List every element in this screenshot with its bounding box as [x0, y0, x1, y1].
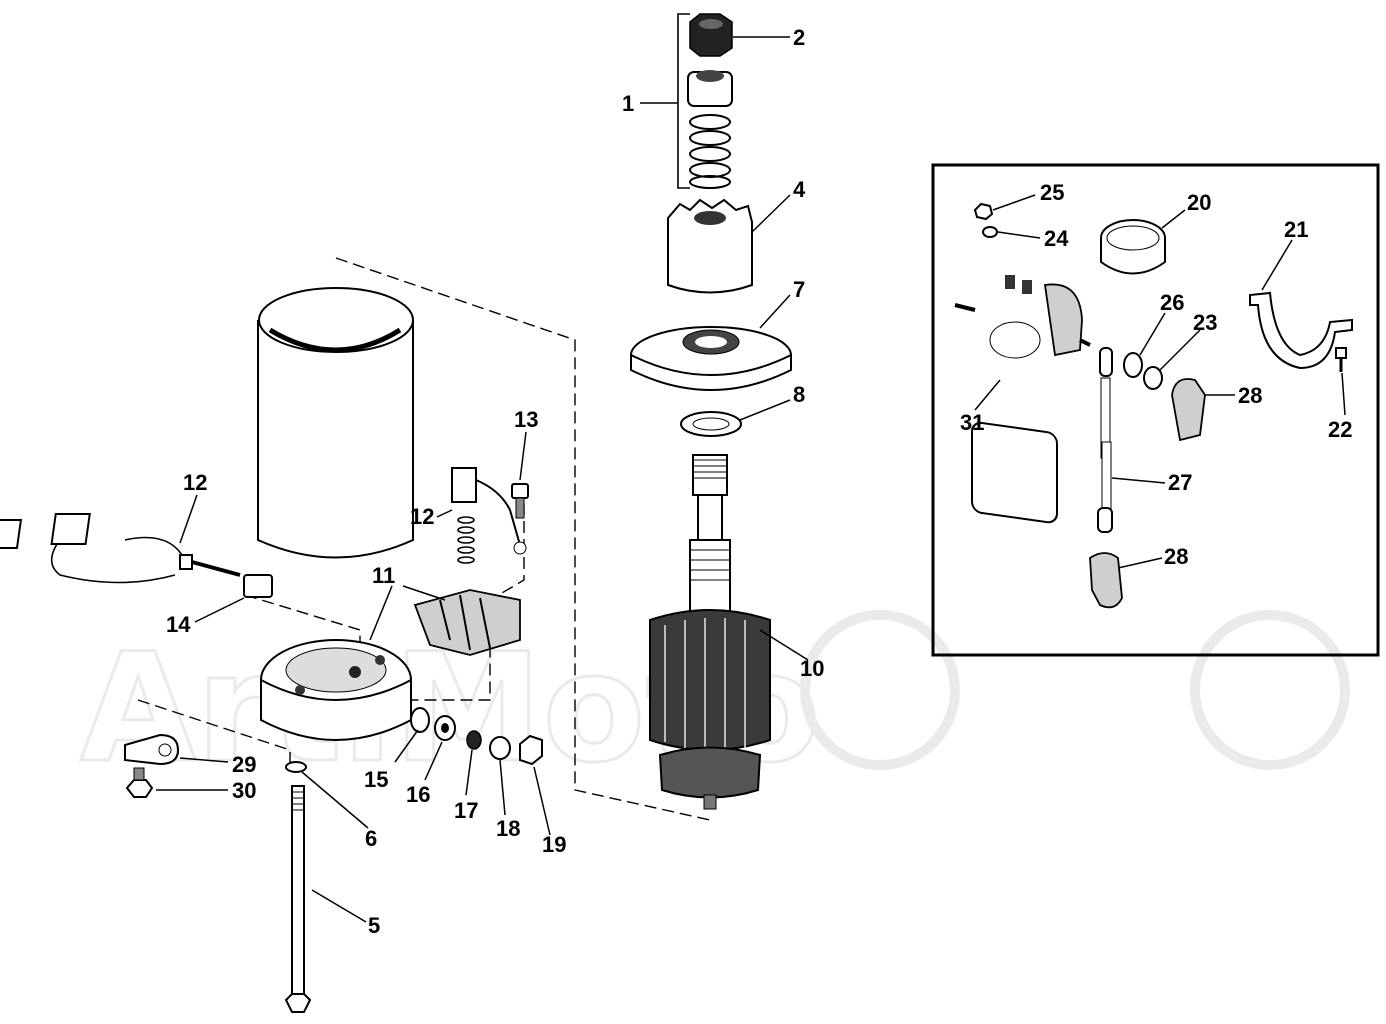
clamp-29 — [124, 733, 180, 766]
callout-11: 11 — [372, 563, 395, 588]
callout-5: 5 — [368, 913, 380, 938]
callout-1: 1 — [622, 91, 634, 116]
brush-spring-12 — [451, 467, 527, 564]
armature-10 — [649, 454, 771, 810]
callout-18: 18 — [496, 816, 520, 841]
screw-22 — [1335, 347, 1347, 372]
callout-12-right: 12 — [410, 504, 434, 529]
callout-16: 16 — [406, 782, 430, 807]
lockwasher-24 — [982, 226, 998, 238]
callout-27: 27 — [1168, 470, 1192, 495]
cable-27 — [1097, 347, 1113, 533]
hardware-15-19 — [410, 707, 543, 766]
bolt-30 — [125, 767, 154, 798]
leader-lines — [156, 36, 1346, 923]
bracket-14 — [243, 574, 273, 598]
solenoid-31 — [954, 275, 1091, 524]
callout-6: 6 — [365, 826, 377, 851]
callout-13: 13 — [514, 407, 538, 432]
brush-plate-11 — [413, 589, 521, 656]
callout-7: 7 — [793, 277, 805, 302]
nut-25 — [973, 202, 994, 221]
lockwasher-26 — [1123, 352, 1143, 378]
callout-26: 26 — [1160, 290, 1184, 315]
callout-25: 25 — [1040, 180, 1064, 205]
callout-17: 17 — [454, 798, 478, 823]
pinion-gear-4 — [667, 198, 753, 294]
frame-shell — [257, 287, 414, 559]
spring — [689, 114, 731, 189]
callout-31: 31 — [960, 410, 984, 435]
brush-set-12 — [0, 513, 241, 584]
nut-23 — [1143, 366, 1163, 390]
bracket-21 — [1249, 291, 1353, 370]
callout-8: 8 — [793, 382, 805, 407]
callout-23: 23 — [1193, 310, 1217, 335]
through-bolt-5 — [284, 785, 312, 1013]
drive-assembly — [667, 13, 753, 294]
callout-21: 21 — [1284, 217, 1308, 242]
callout-15: 15 — [364, 767, 388, 792]
callout-4: 4 — [793, 177, 806, 202]
screw-13 — [511, 483, 529, 519]
callout-10: 10 — [800, 656, 824, 681]
callout-14: 14 — [166, 612, 191, 637]
callout-22: 22 — [1328, 417, 1352, 442]
callout-30: 30 — [232, 778, 256, 803]
head-frame-7 — [630, 326, 792, 391]
callout-19: 19 — [542, 832, 566, 857]
callout-28-lower: 28 — [1164, 544, 1188, 569]
solenoid-inset-frame — [931, 163, 1380, 657]
callout-labels: 2 1 4 7 8 10 11 12 12 13 14 15 16 17 18 … — [166, 25, 1352, 938]
end-cap — [260, 639, 412, 741]
callout-29: 29 — [232, 752, 256, 777]
callout-20: 20 — [1187, 190, 1211, 215]
bracket-1 — [677, 13, 690, 189]
boot-28-lower — [1089, 552, 1123, 609]
callout-24: 24 — [1044, 226, 1069, 251]
callout-12-left: 12 — [183, 470, 207, 495]
callout-28-upper: 28 — [1238, 383, 1262, 408]
shaft-thread — [692, 454, 728, 496]
washer-6 — [285, 761, 307, 773]
boot-28-upper — [1171, 378, 1206, 442]
callout-2: 2 — [793, 25, 805, 50]
boot-20 — [1100, 219, 1166, 275]
